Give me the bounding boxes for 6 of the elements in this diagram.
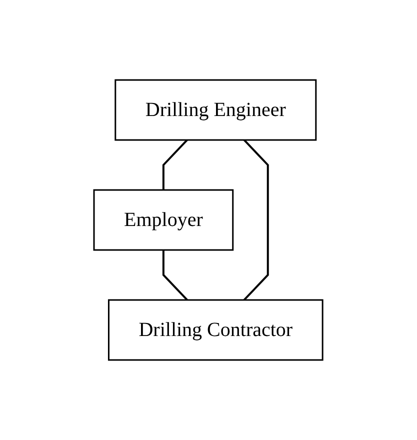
node-box: Drilling Engineer [114, 79, 317, 141]
connector [162, 250, 188, 301]
node-box: Drilling Contractor [108, 299, 324, 361]
node-box: Employer [93, 189, 234, 251]
connector [162, 139, 188, 190]
connector [244, 139, 270, 301]
